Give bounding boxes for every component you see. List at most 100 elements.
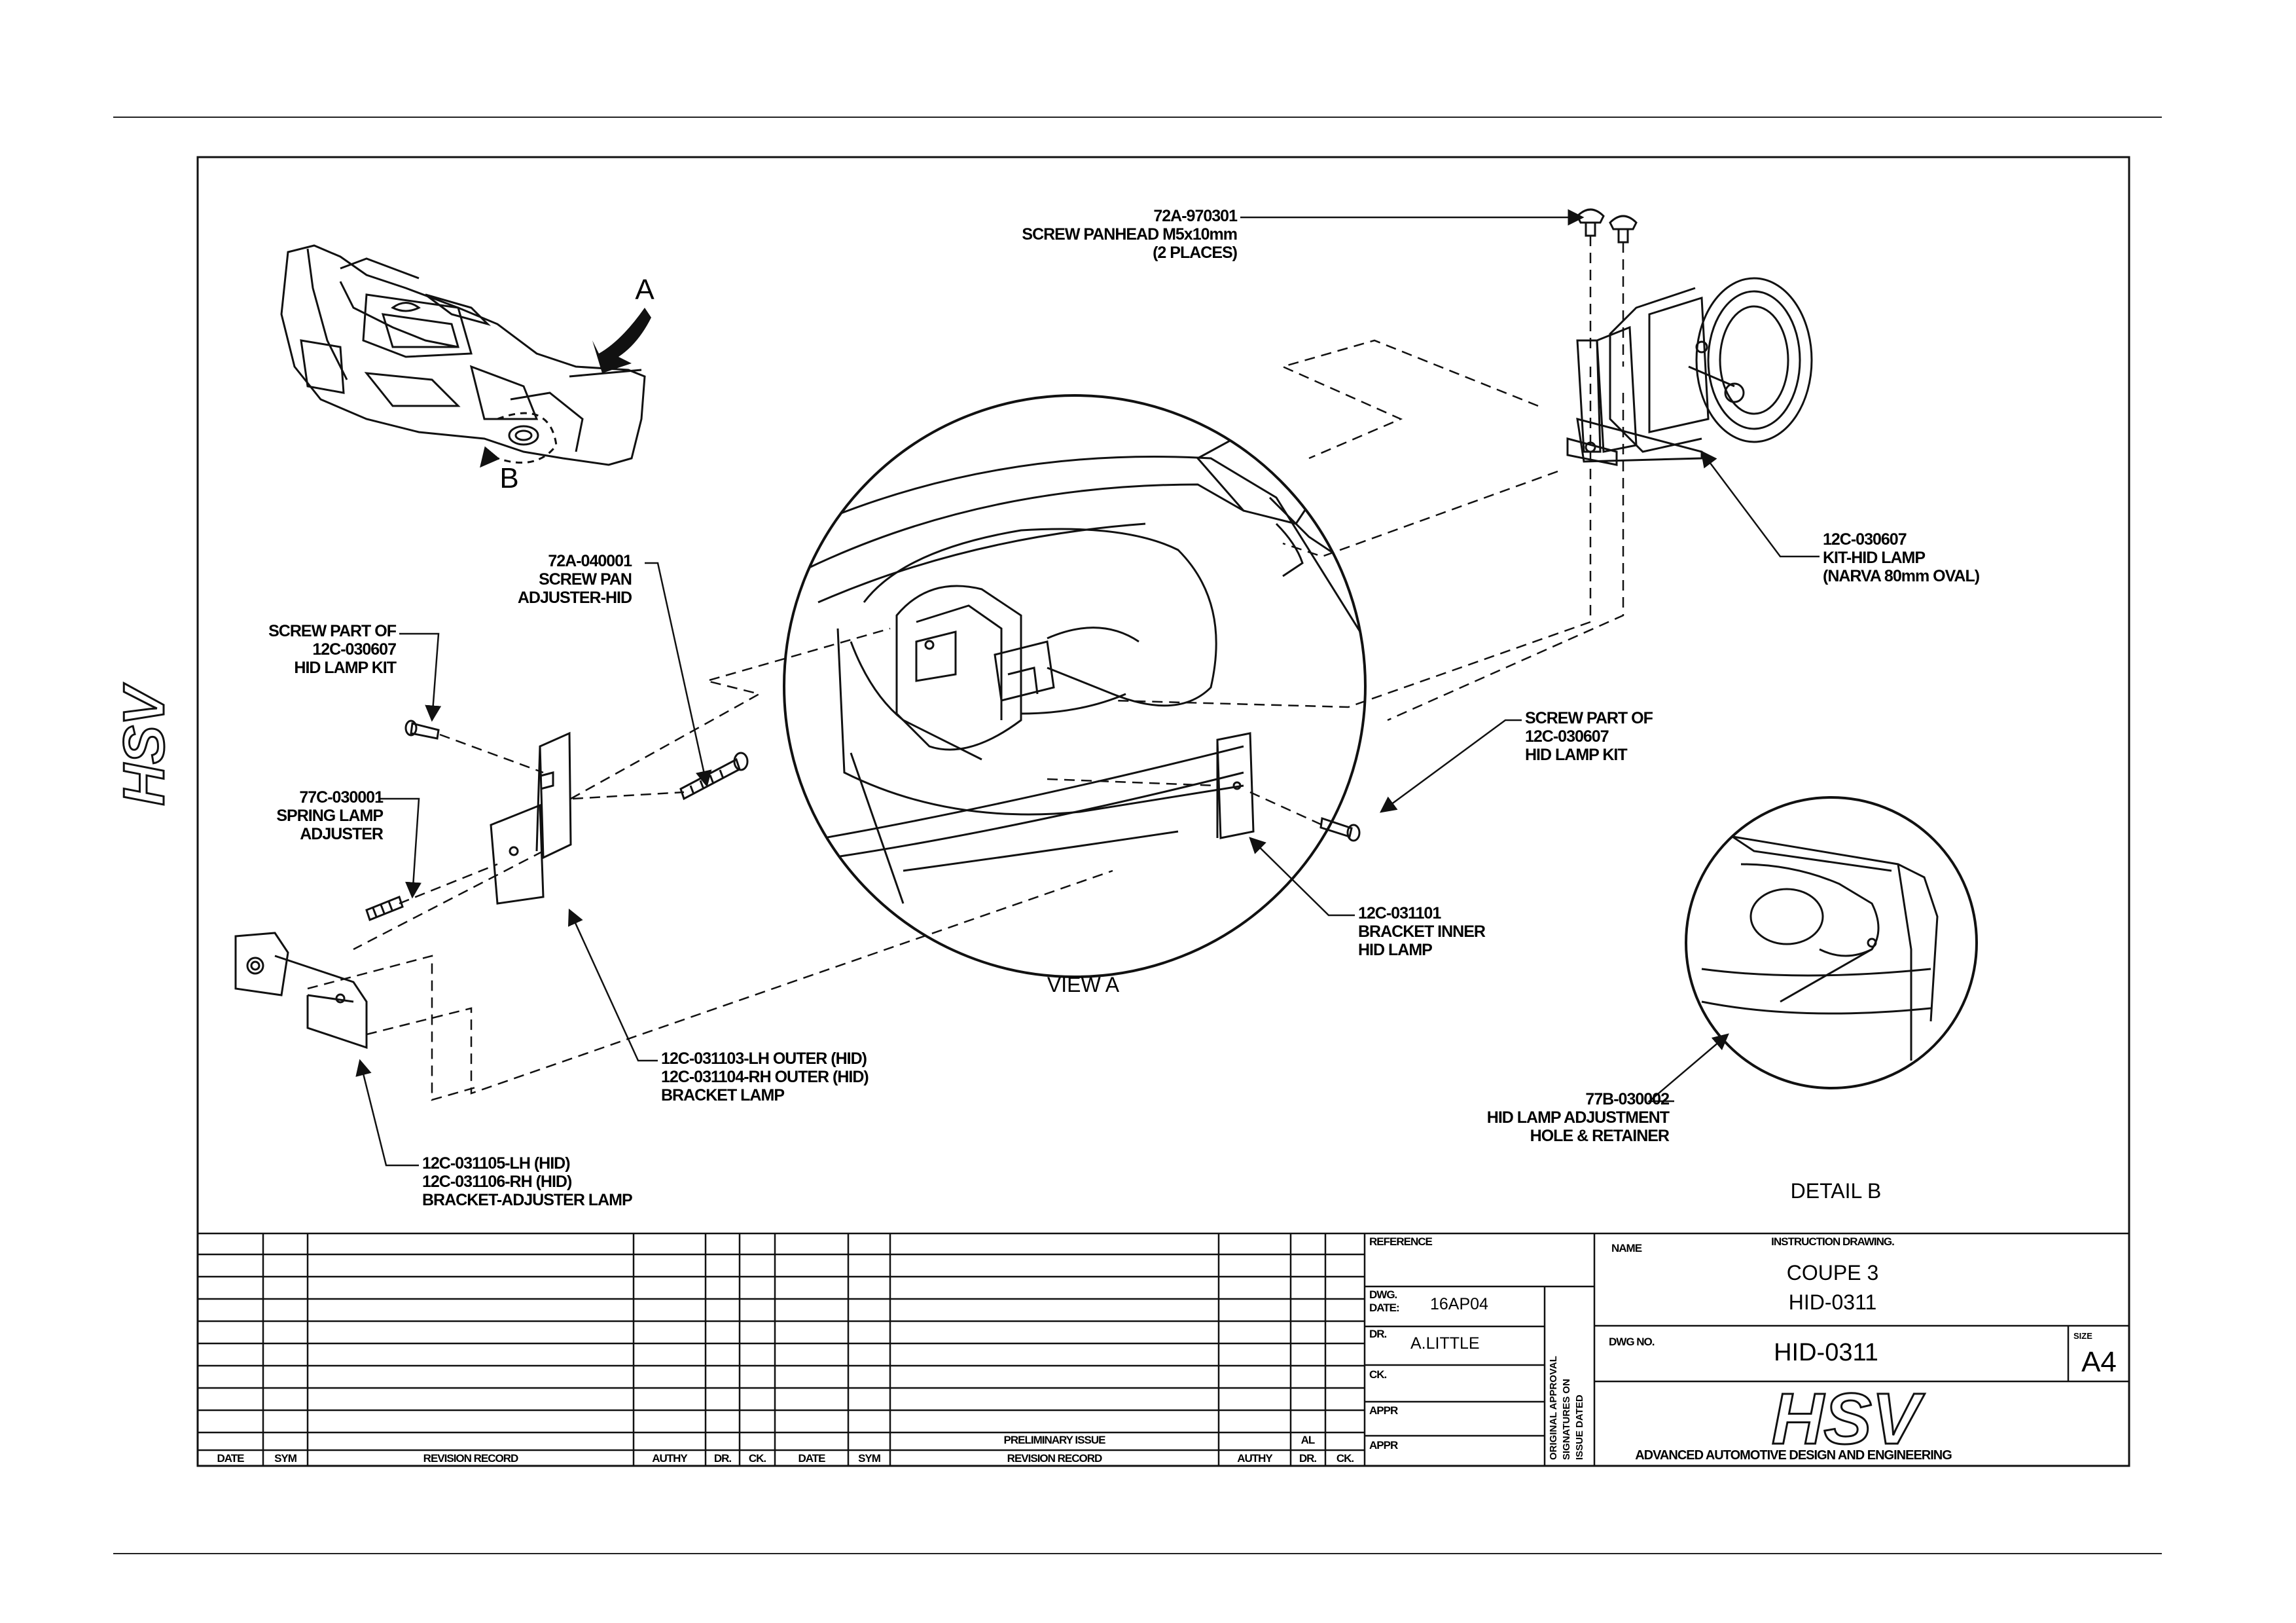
callout-line: (2 PLACES) — [1153, 244, 1238, 262]
callout-line: SCREW PAN — [539, 570, 632, 589]
callout-spring-lamp-adjuster: 77C-030001 SPRING LAMP ADJUSTER — [276, 788, 384, 843]
view-a-title: VIEW A — [1047, 973, 1120, 996]
view-marker-b: B — [499, 462, 518, 494]
callout-line: HOLE & RETAINER — [1530, 1127, 1670, 1145]
rev-header: AUTHY — [1237, 1452, 1273, 1465]
rev-header: CK. — [1336, 1452, 1354, 1465]
callout-line: 12C-031101 — [1358, 904, 1441, 922]
name-label: NAME — [1611, 1242, 1642, 1254]
callout-line: BRACKET LAMP — [661, 1086, 784, 1104]
spring-lamp-adjuster — [365, 896, 404, 921]
callout-line: ADJUSTER — [300, 825, 384, 843]
callout-line: SPRING LAMP — [276, 807, 383, 825]
dwg-no-label: DWG NO. — [1609, 1336, 1655, 1348]
view-b-marker: B — [480, 446, 519, 494]
callout-line: 72A-970301 — [1153, 207, 1238, 225]
panhead-screws — [1576, 208, 1638, 244]
approval-note-line: ORIGINAL APPROVAL — [1548, 1356, 1559, 1460]
callout-line: HID LAMP KIT — [294, 659, 396, 677]
callout-screw-part-right: SCREW PART OF 12C-030607 HID LAMP KIT — [1525, 709, 1654, 764]
callout-bracket-outer: 12C-031103-LH OUTER (HID) 12C-031104-RH … — [661, 1049, 869, 1104]
adjuster-bracket — [234, 932, 368, 1049]
callout-line: ADJUSTER-HID — [518, 589, 632, 607]
drawing-frame — [196, 156, 2130, 1467]
bracket-inner-hid-right — [1216, 732, 1255, 839]
callout-line: BRACKET INNER — [1358, 922, 1486, 941]
callout-line: SCREW PART OF — [268, 622, 397, 640]
callout-line: HID LAMP ADJUSTMENT — [1487, 1108, 1670, 1127]
dwg-date-label: DWG. — [1369, 1288, 1397, 1301]
drawn-value: A.LITTLE — [1410, 1334, 1480, 1353]
callout-line: BRACKET-ADJUSTER LAMP — [422, 1191, 632, 1209]
rev-header: AUTHY — [652, 1452, 688, 1465]
leader-lines — [355, 209, 1820, 1167]
rev-header: SYM — [274, 1452, 297, 1465]
hid-lamp-illustration — [1566, 277, 1813, 466]
bottom-rule — [113, 1553, 2162, 1554]
callout-line: HID LAMP KIT — [1525, 746, 1627, 764]
company-logo: HSV — [1772, 1379, 1926, 1459]
rev-header: DATE — [798, 1452, 825, 1465]
inner-bracket-left — [490, 731, 572, 905]
side-logo: HSV — [111, 682, 177, 807]
callout-line: 12C-030607 — [1823, 530, 1907, 549]
approved-label: APPR — [1369, 1404, 1398, 1417]
view-a-arrow: A — [592, 274, 655, 373]
callout-bracket-inner: 12C-031101 BRACKET INNER HID LAMP — [1358, 904, 1486, 959]
name-block: NAME INSTRUCTION DRAWING. COUPE 3 HID-03… — [1609, 1235, 2117, 1463]
rev-header: DATE — [217, 1452, 244, 1465]
checked-label: CK. — [1369, 1368, 1387, 1381]
callout-line: 12C-031105-LH (HID) — [422, 1154, 570, 1173]
preliminary-issue: PRELIMINARY ISSUE — [1004, 1434, 1106, 1446]
small-screw-right — [1319, 817, 1361, 842]
company-name: ADVANCED AUTOMOTIVE DESIGN AND ENGINEERI… — [1635, 1448, 1952, 1463]
size-label: SIZE — [2073, 1331, 2092, 1341]
rev-header: REVISION RECORD — [1007, 1452, 1102, 1465]
title-block — [198, 1232, 2129, 1466]
callout-line: 77B-030002 — [1585, 1090, 1669, 1108]
callout-screw-pan-adjuster: 72A-040001 SCREW PAN ADJUSTER-HID — [518, 552, 633, 607]
small-screw-left — [404, 720, 440, 740]
callout-line: 12C-031106-RH (HID) — [422, 1173, 572, 1191]
callout-line: SCREW PART OF — [1525, 709, 1653, 727]
approval-note: ORIGINAL APPROVAL SIGNATURES ON ISSUE DA… — [1548, 1356, 1585, 1460]
view-a-detail — [783, 394, 1367, 978]
reference-block: REFERENCE DWG. DATE: 16AP04 DR. A.LITTLE… — [1369, 1235, 1488, 1451]
front-bumper-illustration — [280, 244, 646, 466]
approved-label: APPR — [1369, 1439, 1398, 1451]
callout-line: KIT-HID LAMP — [1823, 549, 1925, 567]
drawn-label: DR. — [1369, 1328, 1387, 1340]
approval-note-line: SIGNATURES ON — [1561, 1379, 1572, 1460]
rev-header: REVISION RECORD — [423, 1452, 518, 1465]
size-value: A4 — [2081, 1346, 2117, 1378]
top-rule — [113, 117, 2162, 118]
reference-label: REFERENCE — [1369, 1235, 1433, 1248]
revision-headers: DATE SYM REVISION RECORD AUTHY DR. CK. D… — [217, 1434, 1354, 1465]
dwg-no-value: HID-0311 — [1774, 1339, 1878, 1366]
view-marker-a: A — [635, 274, 655, 306]
dwg-date-label: DATE: — [1369, 1302, 1399, 1314]
callout-line: 72A-040001 — [548, 552, 632, 570]
callout-line: (NARVA 80mm OVAL) — [1823, 567, 1980, 585]
assembly-lines — [307, 236, 1624, 1101]
callout-line: 12C-030607 — [1525, 727, 1609, 746]
callout-adjustment-hole: 77B-030002 HID LAMP ADJUSTMENT HOLE & RE… — [1487, 1090, 1670, 1145]
preliminary-author: AL — [1301, 1434, 1315, 1446]
name-type: INSTRUCTION DRAWING. — [1771, 1235, 1894, 1248]
side-logo-text: HSV — [111, 683, 176, 805]
detail-b — [1685, 796, 1978, 1089]
dwg-date-value: 16AP04 — [1430, 1295, 1488, 1313]
rev-header: SYM — [858, 1452, 881, 1465]
callout-line: 77C-030001 — [299, 788, 384, 807]
callout-bracket-adjuster: 12C-031105-LH (HID) 12C-031106-RH (HID) … — [422, 1154, 633, 1209]
callout-screw-part-left: SCREW PART OF 12C-030607 HID LAMP KIT — [268, 622, 397, 677]
callout-line: SCREW PANHEAD M5x10mm — [1022, 225, 1237, 244]
drawing-subtitle: HID-0311 — [1789, 1290, 1877, 1314]
callout-screw-panhead: 72A-970301 SCREW PANHEAD M5x10mm (2 PLAC… — [1022, 207, 1238, 262]
drawing-title: COUPE 3 — [1787, 1261, 1878, 1285]
callout-line: 12C-031103-LH OUTER (HID) — [661, 1049, 867, 1068]
callout-kit-hid-lamp: 12C-030607 KIT-HID LAMP (NARVA 80mm OVAL… — [1823, 530, 1981, 585]
callout-line: 12C-031104-RH OUTER (HID) — [661, 1068, 869, 1086]
